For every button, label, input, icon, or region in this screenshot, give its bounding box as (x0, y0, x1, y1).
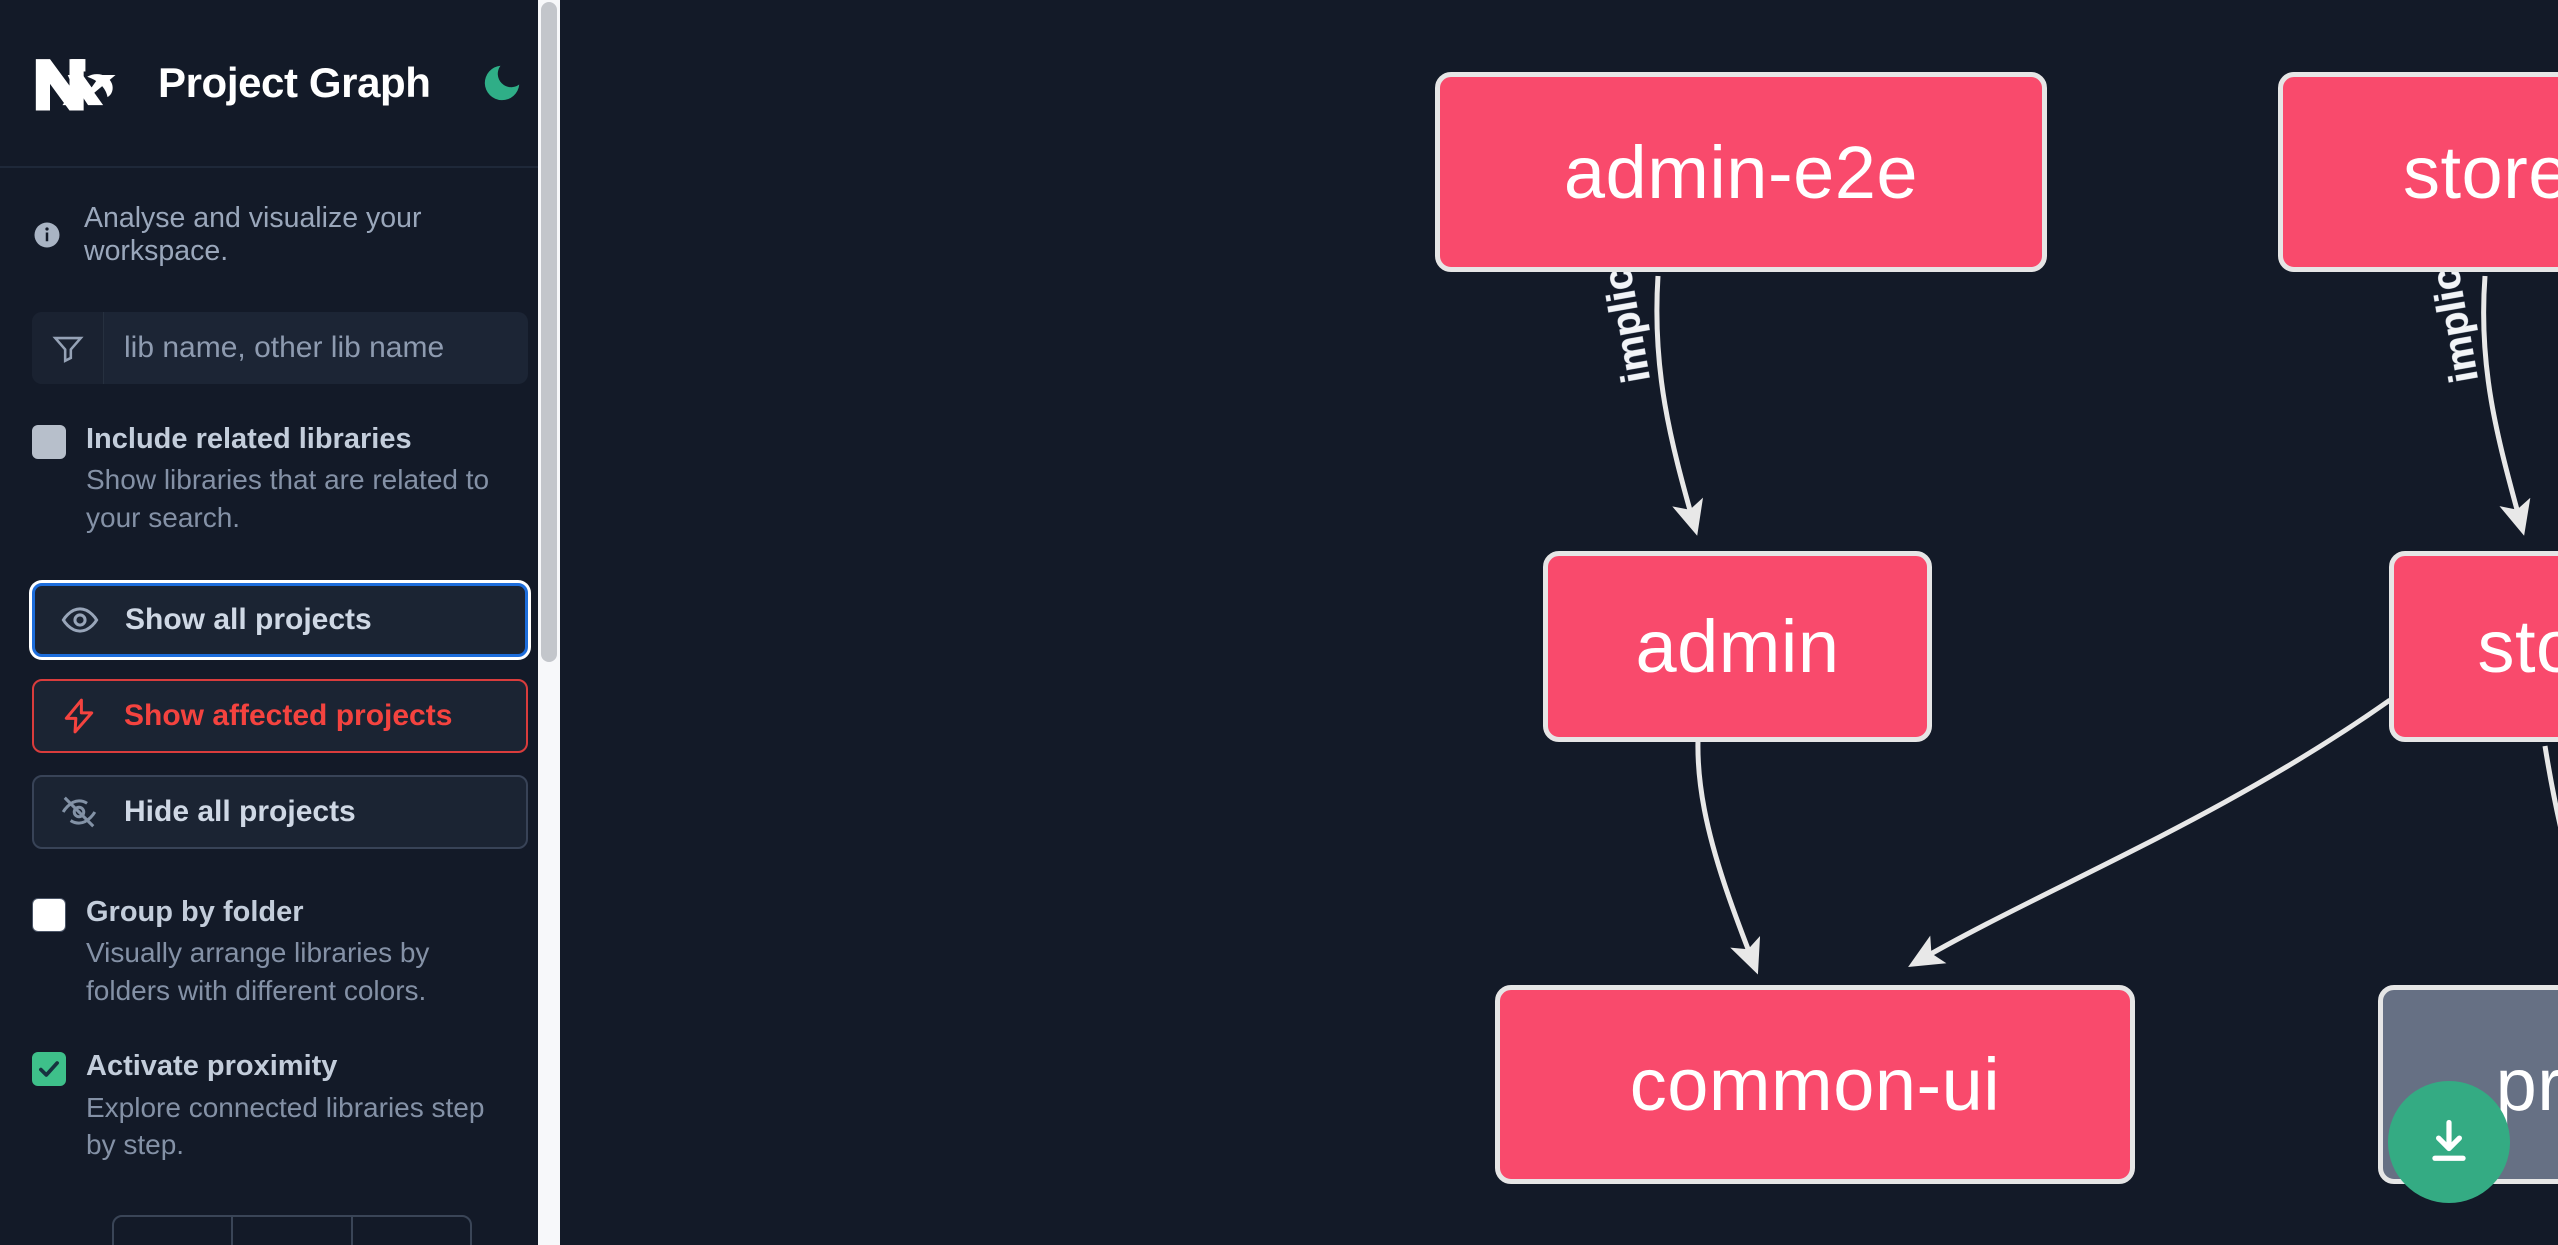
group-by-folder-option[interactable]: Group by folder Visually arrange librari… (32, 893, 528, 1010)
graph-node-label: products (2495, 1043, 2558, 1126)
activate-proximity-label: Activate proximity (86, 1050, 338, 1083)
activate-proximity-checkbox[interactable] (32, 1052, 66, 1087)
show-all-projects-button[interactable]: Show all projects (32, 582, 528, 657)
graph-node-label: admin-e2e (1563, 130, 1919, 214)
graph-node-label: store-e2e (2402, 130, 2558, 214)
graph-node-label: store (2477, 605, 2558, 688)
info-banner: Analyse and visualize your workspace. (32, 202, 528, 268)
sidebar-scrollbar-thumb[interactable] (541, 2, 557, 662)
sidebar: Project Graph Analyse and visualize your… (0, 0, 560, 1245)
graph-node-admin-e2e[interactable]: admin-e2e (1435, 72, 2047, 272)
include-related-description: Show libraries that are related to your … (86, 464, 490, 533)
graph-node-label: admin (1635, 605, 1840, 688)
hide-all-projects-label: Hide all projects (124, 794, 356, 828)
info-text: Analyse and visualize your workspace. (84, 202, 422, 267)
moon-icon[interactable] (479, 60, 525, 106)
proximity-step-value[interactable] (233, 1217, 353, 1245)
activate-proximity-option[interactable]: Activate proximity Explore connected lib… (32, 1047, 528, 1164)
graph-node-store[interactable]: store (2389, 551, 2558, 742)
nx-logo (32, 52, 130, 114)
sidebar-scrollbar[interactable] (538, 0, 560, 1245)
display-options: Group by folder Visually arrange librari… (32, 893, 528, 1164)
eye-icon (61, 607, 99, 633)
proximity-step-decrease[interactable] (114, 1217, 234, 1245)
info-icon (32, 220, 62, 250)
search-field[interactable] (32, 312, 528, 384)
eye-off-icon (61, 796, 97, 828)
graph-canvas[interactable]: implicit implicit admin-e2e store-e2e ad… (560, 0, 2558, 1245)
check-icon (39, 1061, 59, 1078)
include-related-label: Include related libraries (86, 423, 412, 455)
sidebar-header: Project Graph (0, 0, 560, 168)
show-affected-projects-label: Show affected projects (124, 698, 453, 732)
page-title: Project Graph (158, 59, 431, 106)
include-related-libraries-option[interactable]: Include related libraries Show libraries… (32, 420, 528, 537)
graph-node-label: common-ui (1629, 1043, 2001, 1126)
group-by-folder-checkbox[interactable] (32, 897, 66, 932)
graph-node-admin[interactable]: admin (1543, 551, 1932, 742)
download-graph-button[interactable] (2388, 1081, 2510, 1203)
group-by-folder-label: Group by folder (86, 895, 304, 928)
activate-proximity-description: Explore connected libraries step by step… (86, 1091, 485, 1161)
proximity-step-increase[interactable] (353, 1217, 470, 1245)
group-by-folder-description: Visually arrange libraries by folders wi… (86, 936, 430, 1006)
hide-all-projects-button[interactable]: Hide all projects (32, 774, 528, 849)
search-input[interactable] (104, 312, 528, 384)
lightning-icon (64, 698, 94, 734)
download-icon (2432, 1119, 2466, 1161)
show-affected-projects-button[interactable]: Show affected projects (32, 678, 528, 753)
graph-node-common-ui[interactable]: common-ui (1495, 985, 2135, 1184)
include-related-checkbox[interactable] (32, 425, 66, 459)
proximity-step-controls[interactable] (112, 1215, 472, 1245)
filter-icon (32, 312, 104, 384)
graph-node-store-e2e[interactable]: store-e2e (2278, 72, 2558, 272)
projects-button-group: Show all projects Show affected projects… (32, 582, 528, 849)
sidebar-body: Analyse and visualize your workspace. In… (0, 202, 560, 1164)
show-all-projects-label: Show all projects (125, 602, 372, 636)
